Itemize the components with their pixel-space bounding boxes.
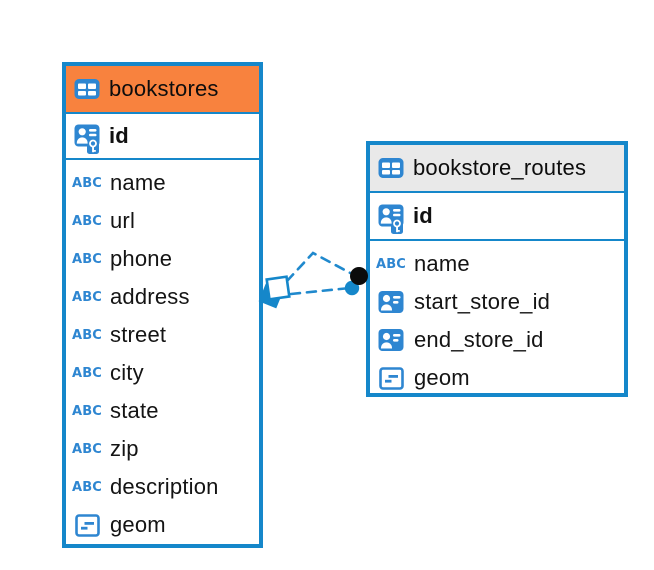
primary-key-row[interactable]: id — [66, 114, 259, 160]
column-name: id — [413, 203, 433, 228]
column-name: zip — [110, 436, 139, 461]
text-type-icon: ABC — [71, 289, 103, 305]
text-type-icon: ABC — [375, 256, 407, 272]
column-name: phone — [110, 246, 173, 271]
column-name: street — [110, 322, 167, 347]
column-name: geom — [110, 512, 166, 537]
column-row[interactable]: ABC name — [370, 245, 624, 283]
column-row[interactable]: end_store_id — [370, 321, 624, 359]
column-name: name — [110, 170, 166, 195]
column-row[interactable]: ABC name — [66, 164, 259, 202]
column-name: address — [110, 284, 190, 309]
column-name: state — [110, 398, 159, 423]
column-row[interactable]: ABC city — [66, 354, 259, 392]
table-header[interactable]: bookstores — [66, 66, 259, 114]
column-name: description — [110, 474, 219, 499]
text-type-icon: ABC — [71, 175, 103, 191]
text-type-icon: ABC — [71, 213, 103, 229]
text-type-icon: ABC — [71, 365, 103, 381]
text-type-icon: ABC — [71, 251, 103, 267]
relationship-line[interactable] — [285, 251, 356, 283]
text-type-icon: ABC — [71, 441, 103, 457]
text-type-icon: ABC — [71, 403, 103, 419]
column-name: url — [110, 208, 136, 233]
text-type-icon: ABC — [71, 479, 103, 495]
column-name: name — [414, 251, 470, 276]
column-name: geom — [414, 365, 470, 390]
primary-key-icon — [378, 204, 404, 234]
relationship-line[interactable] — [289, 286, 352, 296]
relationship-source-marker-icon[interactable] — [258, 275, 291, 309]
column-row[interactable]: geom — [66, 506, 259, 544]
primary-key-icon — [74, 124, 100, 154]
column-name: id — [109, 123, 129, 148]
reference-key-icon — [378, 290, 404, 314]
table-icon — [74, 76, 100, 102]
column-row[interactable]: ABC url — [66, 202, 259, 240]
column-row[interactable]: ABC state — [66, 392, 259, 430]
table-header[interactable]: bookstore_routes — [370, 145, 624, 193]
column-row[interactable]: ABC address — [66, 278, 259, 316]
table-name: bookstores — [109, 76, 219, 101]
column-name: city — [110, 360, 144, 385]
column-row[interactable]: ABC street — [66, 316, 259, 354]
entity-table-bookstore-routes[interactable]: bookstore_routes id ABC name start_store_i… — [366, 141, 628, 397]
table-name: bookstore_routes — [413, 155, 587, 180]
column-name: end_store_id — [414, 327, 544, 352]
table-icon — [378, 155, 404, 181]
geometry-type-icon — [74, 513, 100, 537]
geometry-type-icon — [378, 366, 404, 390]
column-row[interactable]: ABC description — [66, 468, 259, 506]
column-row[interactable]: ABC phone — [66, 240, 259, 278]
column-row[interactable]: ABC zip — [66, 430, 259, 468]
primary-key-row[interactable]: id — [370, 193, 624, 241]
column-row[interactable]: start_store_id — [370, 283, 624, 321]
reference-key-icon — [378, 328, 404, 352]
column-name: start_store_id — [414, 289, 551, 314]
column-row[interactable]: geom — [370, 359, 624, 393]
relationship-endpoint-dot-icon[interactable] — [344, 280, 360, 296]
text-type-icon: ABC — [71, 327, 103, 343]
